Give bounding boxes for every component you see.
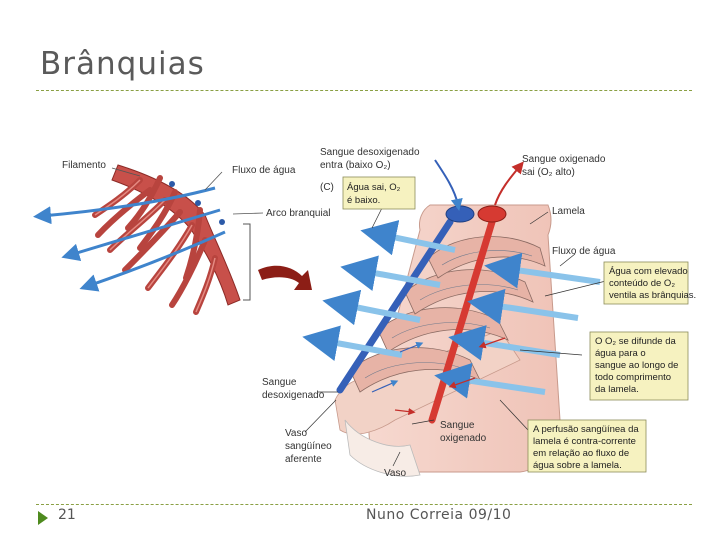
water-flow-arrows-left: [33, 186, 226, 292]
note-o2-difunde: [589, 331, 689, 401]
label-agua-elevado-3: ventila as brânquias.: [609, 290, 696, 301]
label-sangue-desox-entra-2: entra (baixo O₂): [320, 160, 391, 171]
label-vaso-aferente-3: aferente: [285, 454, 322, 465]
label-agua-elevado-2: conteúdo de O₂: [609, 278, 675, 289]
label-o2-difunde-5: da lamela.: [595, 384, 639, 395]
zoom-arrow: [258, 265, 312, 290]
deoxy-vessel: [336, 218, 454, 394]
gill-arch-bracket: [243, 223, 251, 301]
label-perfusao-4: água sobre a lamela.: [533, 460, 622, 471]
label-agua-elevado-1: Água com elevado: [609, 266, 688, 277]
label-perfusao-3: em relação ao fluxo de: [533, 448, 629, 459]
slide-number: 21: [58, 507, 76, 523]
footer-author: Nuno Correia 09/10: [366, 507, 512, 523]
label-sangue-desox-2: desoxigenado: [262, 390, 325, 401]
label-o2-difunde-4: todo comprimento: [595, 372, 671, 383]
label-vaso-aferente-1: Vaso: [285, 428, 307, 439]
label-sangue-desox-1: Sangue: [262, 377, 297, 388]
label-fluxo-agua-left: Fluxo de água: [232, 165, 296, 176]
label-lamela: Lamela: [552, 206, 585, 217]
footer-divider: [36, 504, 692, 505]
label-sangue-oxig-sai-1: Sangue oxigenado: [522, 154, 606, 165]
label-perfusao-2: lamela é contra-corrente: [533, 436, 636, 447]
label-o2-difunde-2: água para o: [595, 348, 646, 359]
title-divider: [36, 90, 692, 91]
note-perfusao: [527, 419, 647, 473]
label-sangue-oxig-1: Sangue: [440, 420, 475, 431]
label-arco-branquial: Arco branquial: [266, 208, 330, 219]
label-vaso: Vaso: [384, 468, 406, 479]
label-fluxo-agua-right: Fluxo de água: [552, 246, 616, 257]
label-panel-c: (C): [320, 182, 334, 193]
blood-flow-arrows: [371, 337, 506, 416]
note-agua-elevado: [603, 261, 689, 305]
label-agua-sai-1: Água sai, O₂: [347, 182, 401, 193]
label-filamento: Filamento: [62, 160, 106, 171]
gill-filaments: [92, 164, 241, 315]
label-agua-sai-2: é baixo.: [347, 195, 380, 206]
water-flow-arrows-right: [302, 220, 601, 399]
label-perfusao-1: A perfusão sangüínea da: [533, 424, 639, 435]
note-agua-sai: [342, 176, 416, 210]
slide-bullet-icon: [38, 511, 48, 525]
slide-title: Brânquias: [40, 46, 205, 82]
label-sangue-oxig-2: oxigenado: [440, 433, 487, 444]
label-o2-difunde-3: sangue ao longo de: [595, 360, 678, 371]
label-sangue-desox-entra-1: Sangue desoxigenado: [320, 147, 420, 158]
label-vaso-aferente-2: sangüíneo: [285, 441, 332, 452]
label-sangue-oxig-sai-2: sai (O₂ alto): [522, 167, 575, 178]
label-o2-difunde-1: O O₂ se difunde da: [595, 336, 677, 347]
